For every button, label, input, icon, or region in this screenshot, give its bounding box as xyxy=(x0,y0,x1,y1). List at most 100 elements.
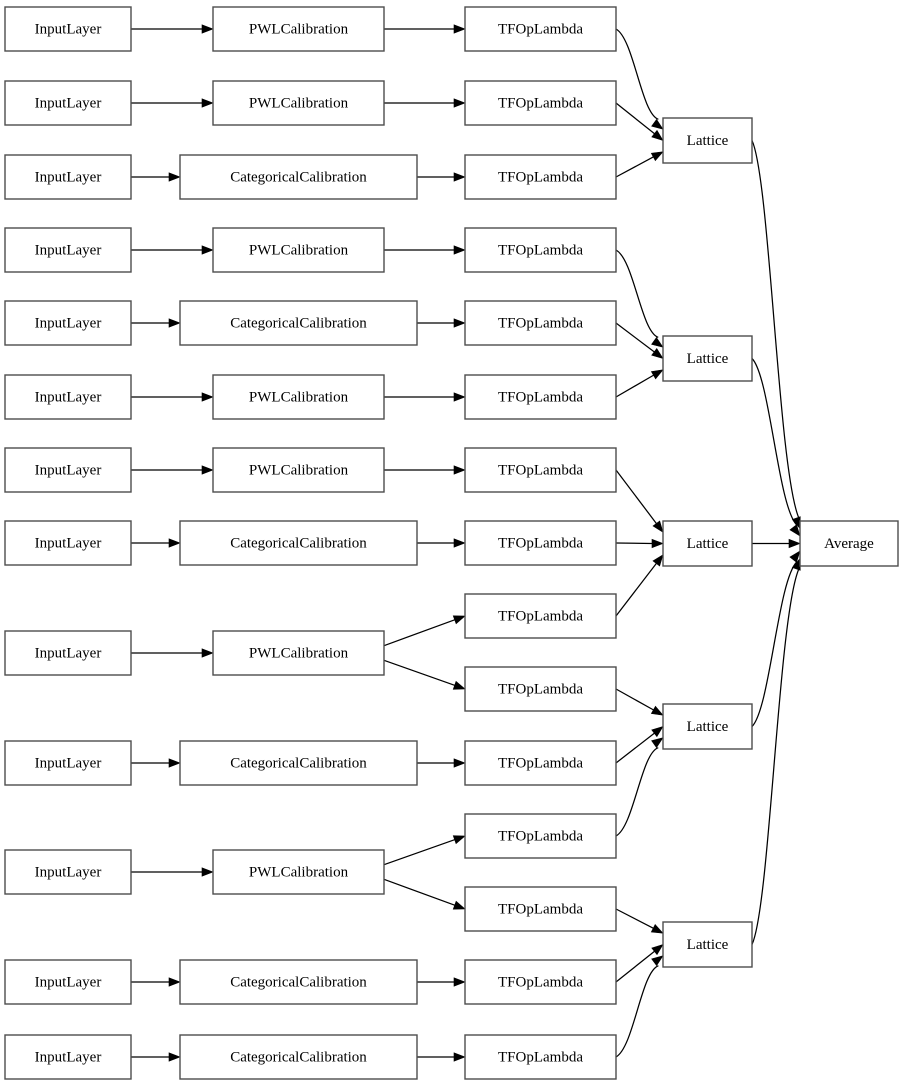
node-box[interactable] xyxy=(4,300,132,346)
node-categorical-calibration-cal10[interactable]: CategoricalCalibration xyxy=(179,740,418,786)
arrow-head-icon xyxy=(453,392,466,402)
node-box[interactable] xyxy=(464,154,617,200)
node-pwlcalibration-cal4[interactable]: PWLCalibration xyxy=(212,227,385,273)
node-input-layer-in5[interactable]: InputLayer xyxy=(4,300,132,346)
node-pwlcalibration-cal11[interactable]: PWLCalibration xyxy=(212,849,385,895)
node-lattice-lat4[interactable]: Lattice xyxy=(662,703,753,750)
node-input-layer-in7[interactable]: InputLayer xyxy=(4,447,132,493)
node-box[interactable] xyxy=(212,227,385,273)
node-box[interactable] xyxy=(4,1034,132,1080)
node-box[interactable] xyxy=(4,154,132,200)
node-lattice-lat1[interactable]: Lattice xyxy=(662,117,753,164)
node-tfop-lambda-lam8[interactable]: TFOpLambda xyxy=(464,520,617,566)
node-box[interactable] xyxy=(464,740,617,786)
node-box[interactable] xyxy=(212,374,385,420)
node-box[interactable] xyxy=(4,520,132,566)
node-box[interactable] xyxy=(464,593,617,639)
node-input-layer-in1[interactable]: InputLayer xyxy=(4,6,132,52)
node-input-layer-in3[interactable]: InputLayer xyxy=(4,154,132,200)
node-box[interactable] xyxy=(4,849,132,895)
node-lattice-lat5[interactable]: Lattice xyxy=(662,921,753,968)
node-box[interactable] xyxy=(212,6,385,52)
node-box[interactable] xyxy=(464,959,617,1005)
node-box[interactable] xyxy=(4,630,132,676)
node-pwlcalibration-cal2[interactable]: PWLCalibration xyxy=(212,80,385,126)
node-categorical-calibration-cal5[interactable]: CategoricalCalibration xyxy=(179,300,418,346)
node-input-layer-in8[interactable]: InputLayer xyxy=(4,520,132,566)
node-input-layer-in13[interactable]: InputLayer xyxy=(4,1034,132,1080)
node-lattice-lat2[interactable]: Lattice xyxy=(662,335,753,382)
node-box[interactable] xyxy=(464,1034,617,1080)
node-box[interactable] xyxy=(799,520,899,567)
node-box[interactable] xyxy=(4,959,132,1005)
node-categorical-calibration-cal12[interactable]: CategoricalCalibration xyxy=(179,959,418,1005)
node-box[interactable] xyxy=(4,374,132,420)
node-box[interactable] xyxy=(662,335,753,382)
node-tfop-lambda-lam15[interactable]: TFOpLambda xyxy=(464,1034,617,1080)
node-tfop-lambda-lam7[interactable]: TFOpLambda xyxy=(464,447,617,493)
node-input-layer-in10[interactable]: InputLayer xyxy=(4,740,132,786)
node-tfop-lambda-lam2[interactable]: TFOpLambda xyxy=(464,80,617,126)
arrow-head-icon xyxy=(453,538,466,548)
arrow-head-icon xyxy=(452,680,466,690)
node-box[interactable] xyxy=(464,886,617,932)
node-box[interactable] xyxy=(4,740,132,786)
node-pwlcalibration-cal9[interactable]: PWLCalibration xyxy=(212,630,385,676)
node-input-layer-in12[interactable]: InputLayer xyxy=(4,959,132,1005)
node-box[interactable] xyxy=(662,703,753,750)
node-box[interactable] xyxy=(464,666,617,712)
node-box[interactable] xyxy=(212,80,385,126)
node-box[interactable] xyxy=(179,300,418,346)
node-pwlcalibration-cal7[interactable]: PWLCalibration xyxy=(212,447,385,493)
node-tfop-lambda-lam13[interactable]: TFOpLambda xyxy=(464,886,617,932)
node-input-layer-in4[interactable]: InputLayer xyxy=(4,227,132,273)
node-box[interactable] xyxy=(662,117,753,164)
node-box[interactable] xyxy=(662,921,753,968)
node-box[interactable] xyxy=(179,1034,418,1080)
node-tfop-lambda-lam12[interactable]: TFOpLambda xyxy=(464,813,617,859)
node-box[interactable] xyxy=(464,227,617,273)
node-pwlcalibration-cal1[interactable]: PWLCalibration xyxy=(212,6,385,52)
node-input-layer-in6[interactable]: InputLayer xyxy=(4,374,132,420)
node-input-layer-in2[interactable]: InputLayer xyxy=(4,80,132,126)
node-box[interactable] xyxy=(212,630,385,676)
node-box[interactable] xyxy=(464,447,617,493)
node-tfop-lambda-lam4[interactable]: TFOpLambda xyxy=(464,227,617,273)
node-tfop-lambda-lam11[interactable]: TFOpLambda xyxy=(464,740,617,786)
node-categorical-calibration-cal13[interactable]: CategoricalCalibration xyxy=(179,1034,418,1080)
node-pwlcalibration-cal6[interactable]: PWLCalibration xyxy=(212,374,385,420)
node-box[interactable] xyxy=(464,520,617,566)
node-box[interactable] xyxy=(179,740,418,786)
node-box[interactable] xyxy=(179,959,418,1005)
node-box[interactable] xyxy=(179,154,418,200)
arrow-head-icon xyxy=(168,172,181,182)
node-input-layer-in11[interactable]: InputLayer xyxy=(4,849,132,895)
node-box[interactable] xyxy=(212,447,385,493)
node-tfop-lambda-lam14[interactable]: TFOpLambda xyxy=(464,959,617,1005)
node-tfop-lambda-lam6[interactable]: TFOpLambda xyxy=(464,374,617,420)
node-box[interactable] xyxy=(464,6,617,52)
node-categorical-calibration-cal8[interactable]: CategoricalCalibration xyxy=(179,520,418,566)
node-average-avg[interactable]: Average xyxy=(799,520,899,567)
edge-line xyxy=(615,950,655,983)
node-box[interactable] xyxy=(464,813,617,859)
node-box[interactable] xyxy=(4,6,132,52)
edge-line xyxy=(615,322,655,353)
node-box[interactable] xyxy=(4,227,132,273)
node-box[interactable] xyxy=(464,80,617,126)
node-box[interactable] xyxy=(662,520,753,567)
node-box[interactable] xyxy=(4,447,132,493)
node-tfop-lambda-lam10[interactable]: TFOpLambda xyxy=(464,666,617,712)
node-tfop-lambda-lam3[interactable]: TFOpLambda xyxy=(464,154,617,200)
node-categorical-calibration-cal3[interactable]: CategoricalCalibration xyxy=(179,154,418,200)
node-box[interactable] xyxy=(179,520,418,566)
node-tfop-lambda-lam1[interactable]: TFOpLambda xyxy=(464,6,617,52)
node-input-layer-in9[interactable]: InputLayer xyxy=(4,630,132,676)
node-box[interactable] xyxy=(464,374,617,420)
node-box[interactable] xyxy=(464,300,617,346)
node-lattice-lat3[interactable]: Lattice xyxy=(662,520,753,567)
node-box[interactable] xyxy=(212,849,385,895)
node-tfop-lambda-lam5[interactable]: TFOpLambda xyxy=(464,300,617,346)
node-tfop-lambda-lam9[interactable]: TFOpLambda xyxy=(464,593,617,639)
node-box[interactable] xyxy=(4,80,132,126)
